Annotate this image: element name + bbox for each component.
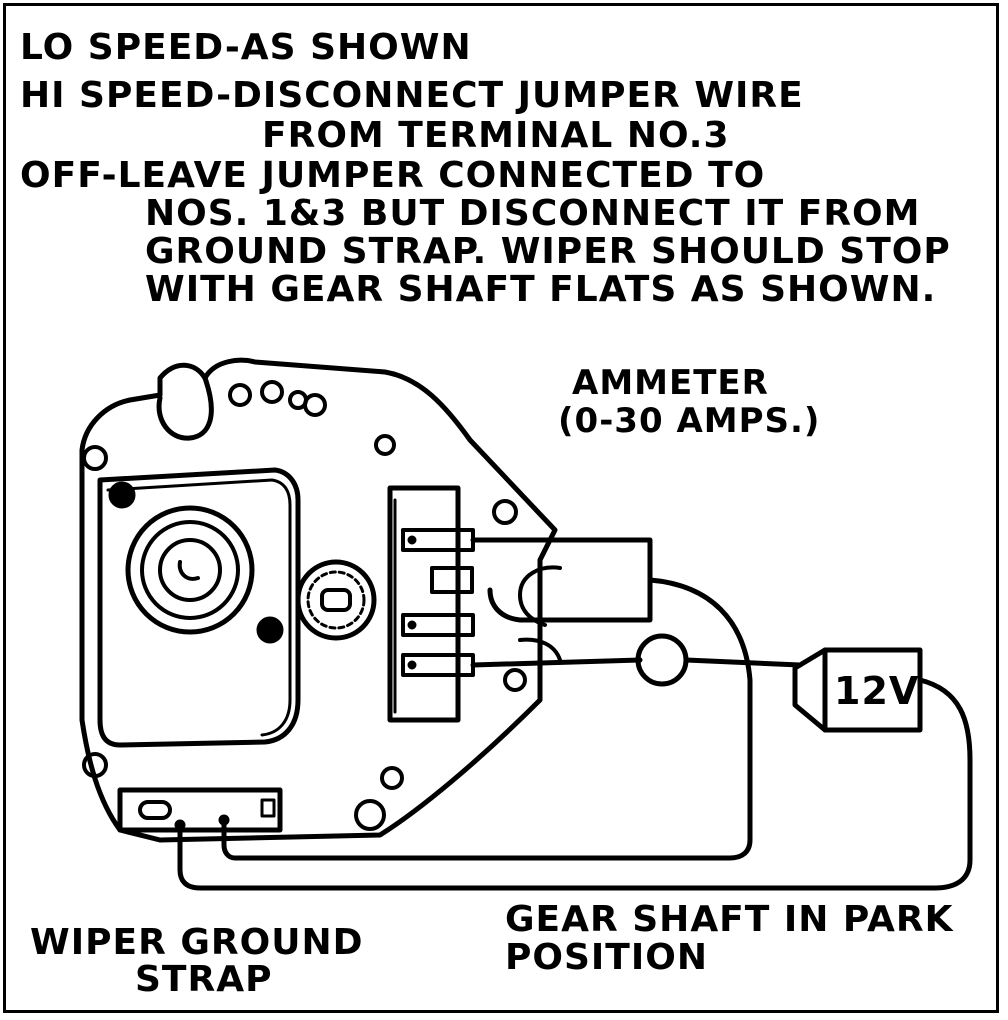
mounting-hole bbox=[228, 383, 252, 407]
instruction-off: OFF-LEAVE JUMPER CONNECTED TO bbox=[20, 155, 766, 196]
jumper-wire bbox=[470, 537, 653, 623]
wire-ammeter-battery bbox=[683, 657, 803, 668]
wire-jumper-return bbox=[221, 577, 753, 861]
plate-notch bbox=[156, 375, 214, 441]
mounting-hole bbox=[82, 752, 108, 778]
gear-housing bbox=[97, 467, 301, 748]
ground-strap-label-cont: STRAP bbox=[135, 959, 273, 1000]
screw-head bbox=[108, 481, 136, 509]
wire-battery-ground bbox=[177, 677, 973, 891]
instruction-off-cont-3: WITH GEAR SHAFT FLATS AS SHOWN. bbox=[145, 269, 937, 310]
instruction-hi-speed: HI SPEED-DISCONNECT JUMPER WIRE bbox=[20, 75, 804, 116]
wiper-ground-strap bbox=[117, 787, 283, 833]
instruction-lo-speed: LO SPEED-AS SHOWN bbox=[20, 27, 472, 68]
mounting-plate bbox=[79, 357, 558, 843]
mounting-hole bbox=[374, 434, 396, 456]
wire-terminal-ammeter bbox=[470, 657, 643, 668]
ammeter-label: AMMETER bbox=[572, 363, 769, 403]
instruction-off-cont-2: GROUND STRAP. WIPER SHOULD STOP bbox=[145, 231, 951, 272]
ammeter-range-label: (0-30 AMPS.) bbox=[558, 401, 821, 441]
gear-shaft-label: GEAR SHAFT IN PARK bbox=[505, 899, 954, 940]
mounting-hole bbox=[354, 799, 386, 831]
mounting-hole bbox=[503, 668, 527, 692]
battery-label: 12V bbox=[834, 669, 920, 713]
ammeter bbox=[635, 633, 689, 687]
instruction-hi-speed-cont: FROM TERMINAL NO.3 bbox=[262, 115, 730, 156]
mounting-hole bbox=[260, 380, 284, 404]
screw-head bbox=[256, 616, 284, 644]
mounting-hole bbox=[380, 766, 404, 790]
mounting-hole bbox=[492, 499, 518, 525]
gear-boss bbox=[125, 505, 255, 635]
terminal-board bbox=[387, 485, 461, 723]
mounting-hole bbox=[82, 445, 108, 471]
gear-shaft-label-cont: POSITION bbox=[505, 937, 708, 978]
gear-shaft bbox=[295, 559, 377, 641]
instruction-off-cont-1: NOS. 1&3 BUT DISCONNECT IT FROM bbox=[145, 193, 921, 234]
ground-strap-label: WIPER GROUND bbox=[30, 922, 364, 963]
terminal-center bbox=[430, 566, 474, 594]
terminal-2 bbox=[401, 613, 475, 637]
mounting-hole bbox=[303, 393, 327, 417]
diagram-frame bbox=[3, 3, 999, 1013]
gear-shaft-flats bbox=[320, 588, 352, 612]
